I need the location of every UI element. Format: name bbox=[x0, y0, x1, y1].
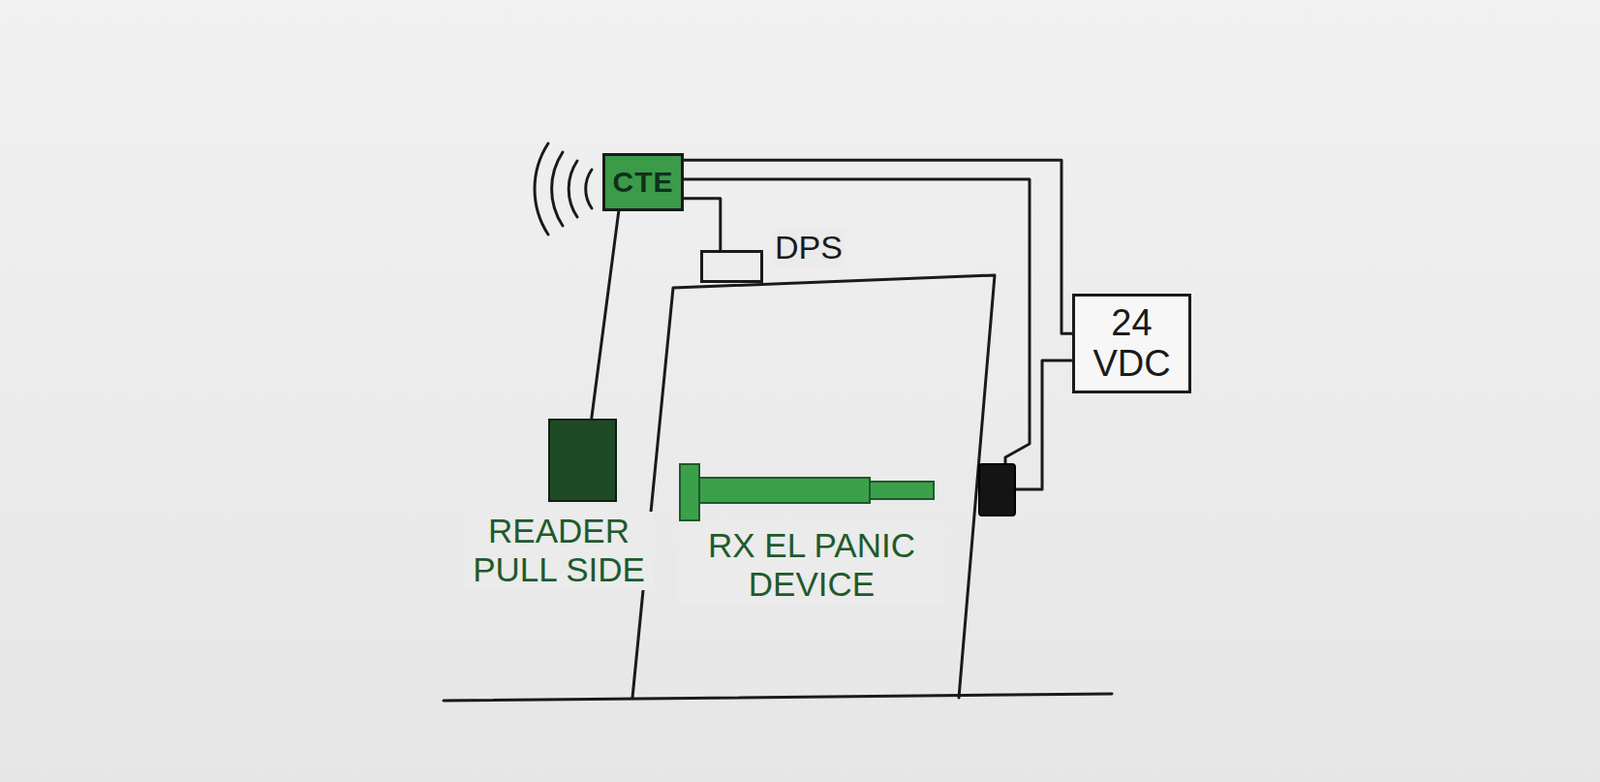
wire-connector bbox=[683, 159, 1073, 334]
power-supply-box: 24 VDC bbox=[1072, 293, 1192, 394]
switch-label: DPS bbox=[771, 228, 846, 267]
panic-label: RX EL PANIC DEVICE bbox=[677, 525, 946, 605]
wire-connector bbox=[683, 198, 721, 250]
power-supply-wire bbox=[1015, 360, 1077, 490]
floor-line bbox=[443, 693, 1112, 701]
power-transfer-wire bbox=[683, 179, 1030, 464]
power-transfer-hinge bbox=[979, 463, 1016, 516]
door-position-switch: DPS bbox=[700, 232, 870, 283]
reader-body bbox=[548, 418, 617, 502]
panic-bar bbox=[677, 461, 940, 523]
controller-box: CTE bbox=[602, 153, 684, 212]
box-label: CTE bbox=[613, 165, 675, 199]
box-label: 24 VDC bbox=[1075, 303, 1189, 383]
wireless-signal bbox=[534, 143, 592, 235]
switch-body bbox=[700, 249, 764, 283]
reader-label: READER PULL SIDE bbox=[463, 511, 654, 590]
wire-connector bbox=[591, 211, 619, 419]
door-outline bbox=[632, 275, 995, 698]
